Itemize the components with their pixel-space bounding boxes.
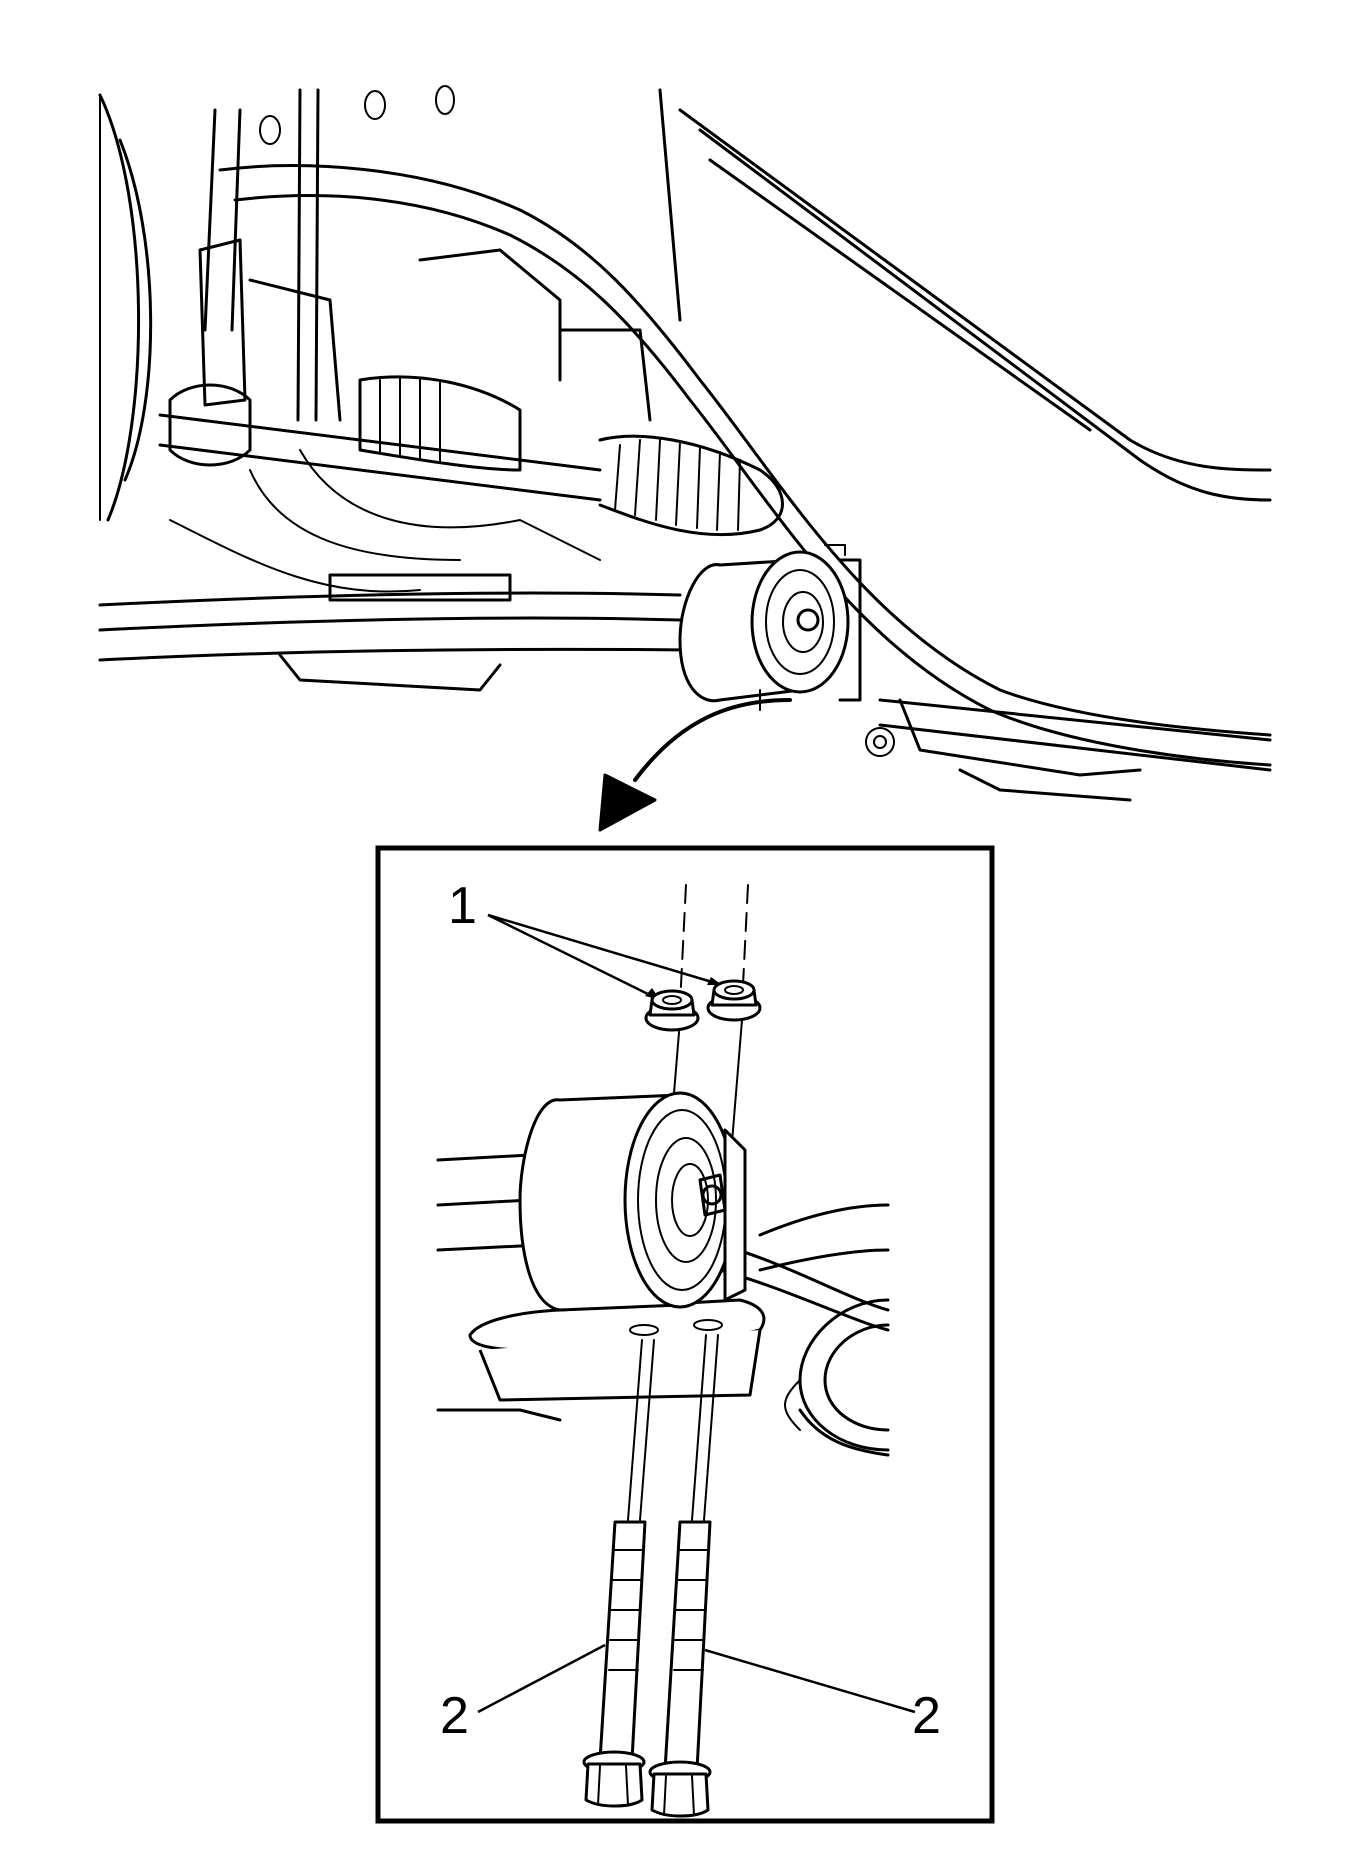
engine-mount-bushing [518,1091,747,1312]
vehicle-underbody-overview [98,85,1272,832]
flange-nut-right [706,979,762,1022]
mount-overview [678,544,862,711]
steering-gear-assembly [158,238,784,593]
body-panel [218,85,1272,767]
callout-1-label: 1 [448,877,477,935]
mount-bracket-plate [468,1298,766,1402]
bolt-right [648,1334,719,1818]
callout-2-right-label: 2 [912,1687,941,1745]
detail-arrow [598,698,792,832]
detail-inset [375,845,995,1824]
bolt-left [582,1339,655,1808]
callout-2-leaders [477,1643,916,1714]
wheel-hub-drawing [98,93,153,522]
callout-2-left-label: 2 [440,1687,469,1745]
front-crossmember [98,573,1272,802]
vertical-rods [203,88,320,422]
flange-nut-left [644,989,700,1032]
